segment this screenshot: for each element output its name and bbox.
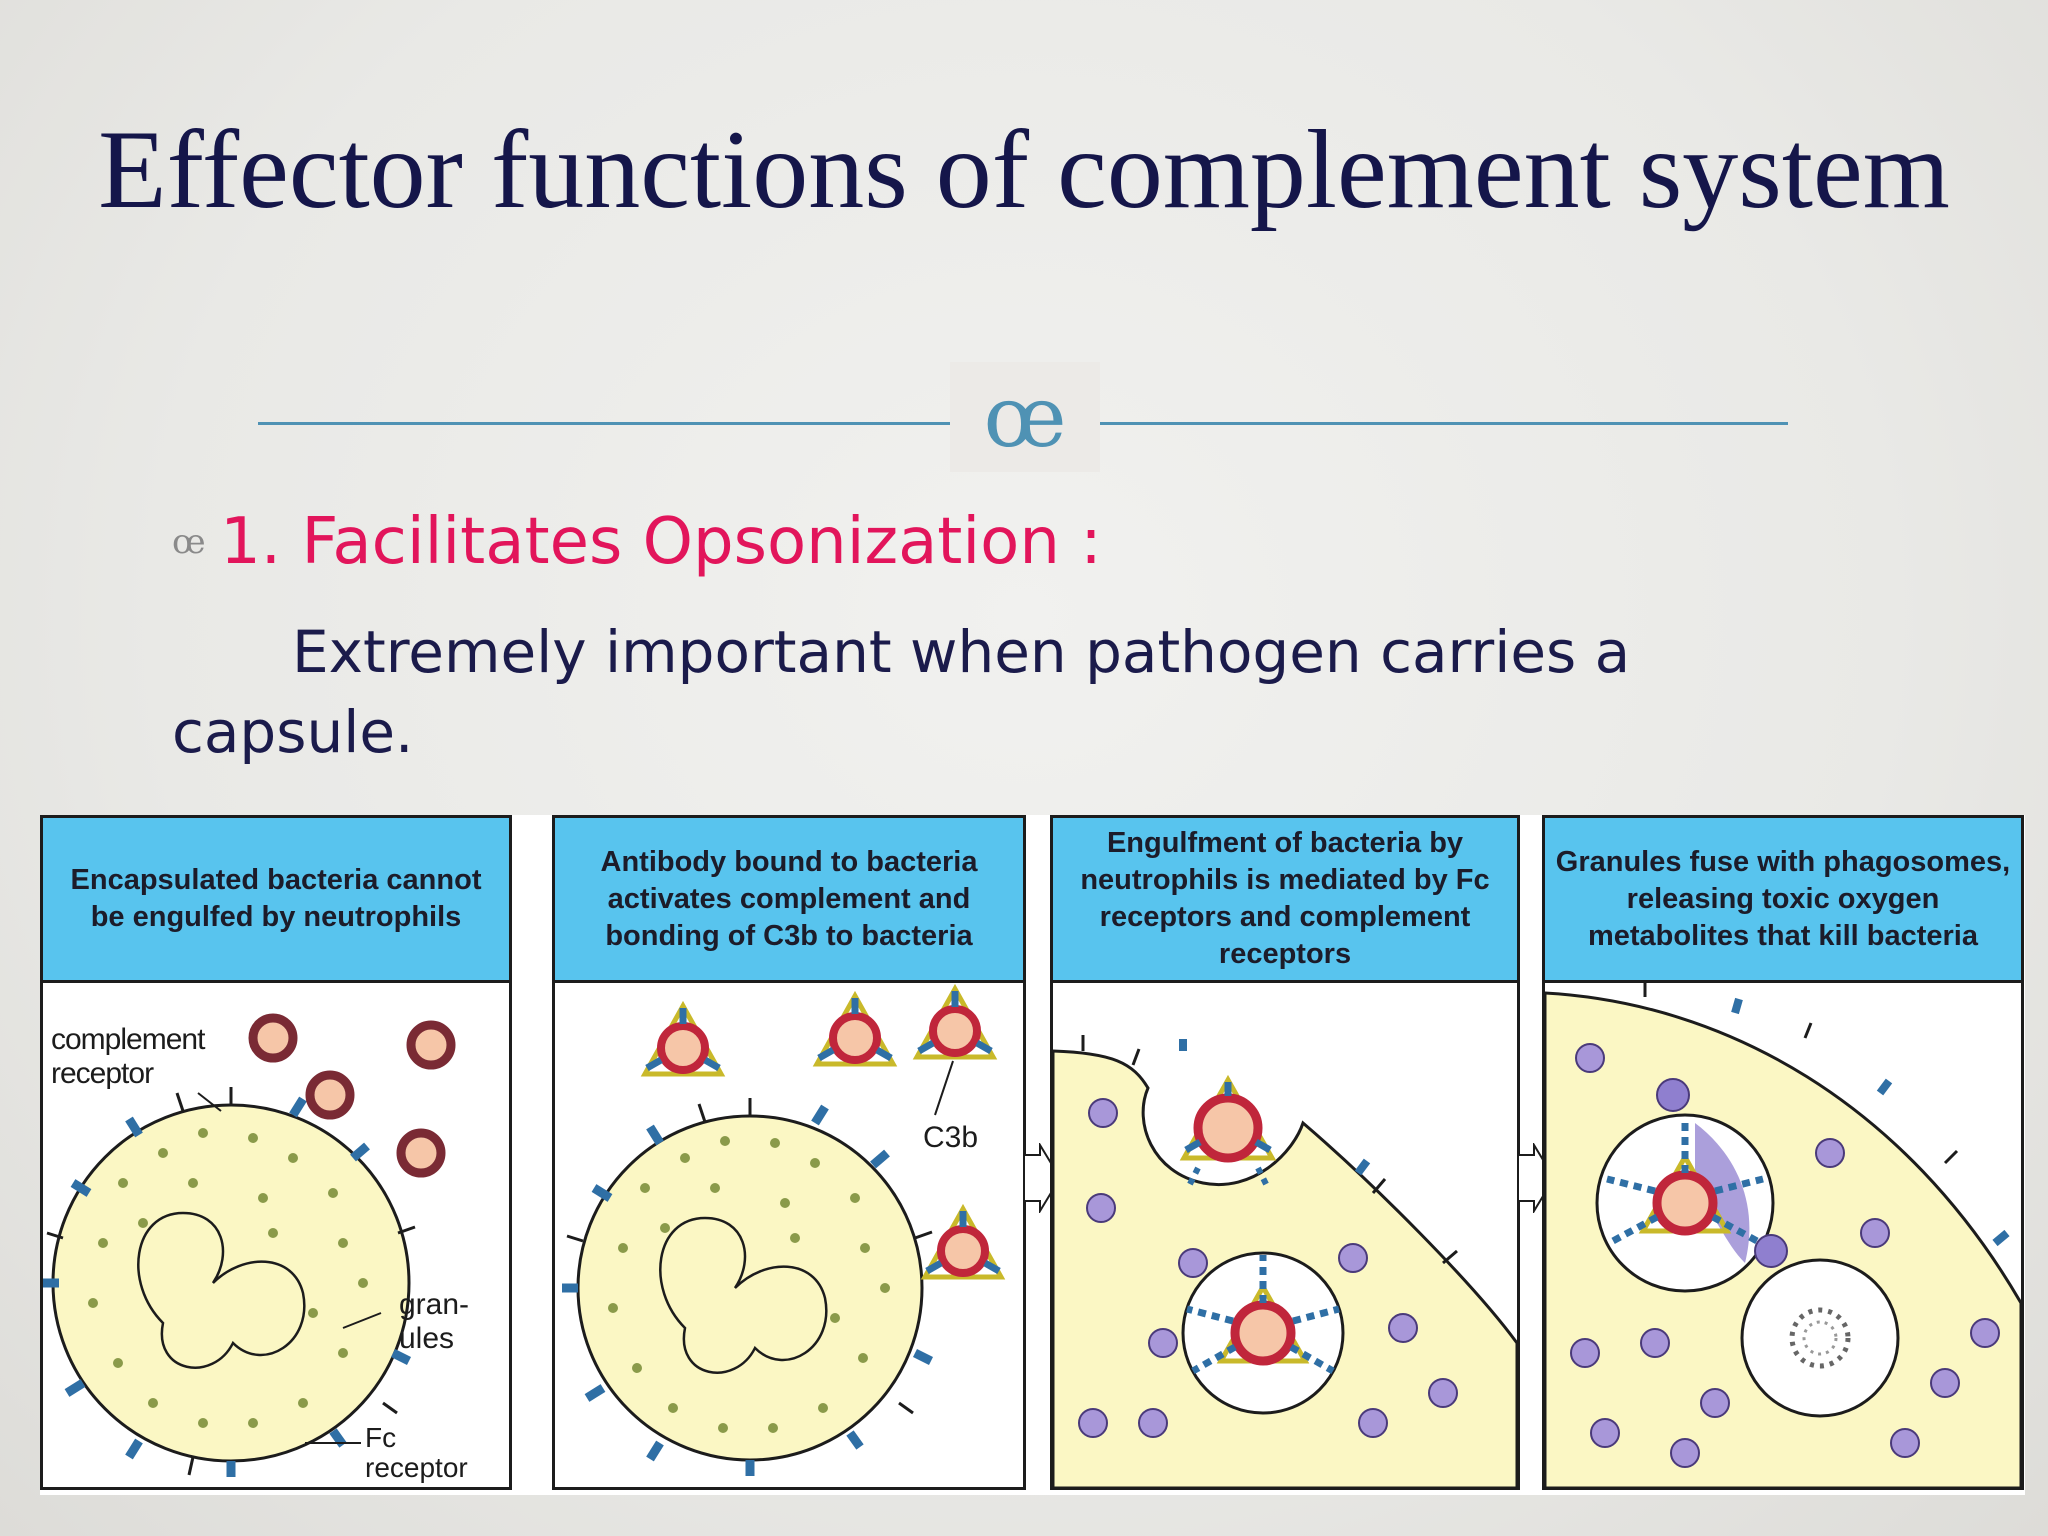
panel-4-body: [1545, 983, 2021, 1487]
panel-4-drawing: [1545, 983, 2021, 1487]
granules: [88, 1128, 368, 1428]
panel-3-heading: Engulfment of bacteria by neutrophils is…: [1053, 818, 1517, 983]
bullet-body: Extremely important when pathogen carrie…: [172, 612, 1872, 772]
fc-receptors: [43, 1096, 412, 1477]
granules: [1570, 1043, 2000, 1468]
bullet-item: œ 1. Facilitates Opsonization :: [172, 505, 1102, 585]
phagosome: [1181, 1251, 1345, 1415]
panel-1-drawing: [43, 1013, 456, 1477]
bullet-icon: œ: [172, 522, 206, 562]
slide-title: Effector functions of complement system: [0, 100, 2048, 240]
panel-1: Encapsulated bacteria cannot be engulfed…: [40, 815, 512, 1490]
granules: [1078, 1098, 1458, 1438]
panel-4: Granules fuse with phagosomes, releasing…: [1542, 815, 2024, 1490]
panel-1-heading-text: Encapsulated bacteria cannot be engulfed…: [70, 864, 482, 933]
encapsulated-bacteria: [248, 1013, 456, 1178]
panel-3-body: [1053, 983, 1517, 1487]
opsonized-bacteria: [640, 983, 1006, 1280]
neutrophil: [43, 1087, 416, 1477]
panel-2-drawing: [562, 983, 1006, 1476]
label-c3b: C3b: [923, 1121, 979, 1154]
panel-2: Antibody bound to bacteria activates com…: [552, 815, 1026, 1490]
panel-3-heading-text: Engulfment of bacteria by neutrophils is…: [1080, 827, 1490, 970]
opsonization-figure: Encapsulated bacteria cannot be engulfed…: [40, 815, 2025, 1495]
ornament-icon: œ: [950, 362, 1100, 472]
panel-3: Engulfment of bacteria by neutrophils is…: [1050, 815, 1520, 1490]
panel-4-heading: Granules fuse with phagosomes, releasing…: [1545, 818, 2021, 983]
panel-2-heading: Antibody bound to bacteria activates com…: [555, 818, 1023, 983]
label-fc-receptor: Fc receptor: [365, 1422, 468, 1483]
complement-receptors: [46, 1087, 416, 1476]
phagolysosome: [1595, 1078, 1788, 1293]
bullet-heading: 1. Facilitates Opsonization :: [220, 505, 1102, 579]
panel-1-body: complement receptor gran- ules Fc recept…: [43, 983, 509, 1487]
neutrophil: [562, 1098, 934, 1476]
panel-4-heading-text: Granules fuse with phagosomes, releasing…: [1555, 845, 2011, 952]
label-granules: gran- ules: [399, 1288, 470, 1355]
digested-bacterium: [1740, 1258, 1900, 1418]
label-complement-receptor: complement receptor: [51, 1023, 205, 1090]
bullet-body-text: Extremely important when pathogen carrie…: [172, 618, 1631, 766]
panel-3-drawing: [1053, 1035, 1517, 1487]
panel-2-heading-text: Antibody bound to bacteria activates com…: [600, 845, 978, 952]
engulfing-bacterium: [1179, 1074, 1277, 1190]
panel-2-body: C3b: [555, 983, 1023, 1487]
slide-title-text: Effector functions of complement system: [98, 108, 1950, 232]
panel-1-heading: Encapsulated bacteria cannot be engulfed…: [43, 818, 509, 983]
